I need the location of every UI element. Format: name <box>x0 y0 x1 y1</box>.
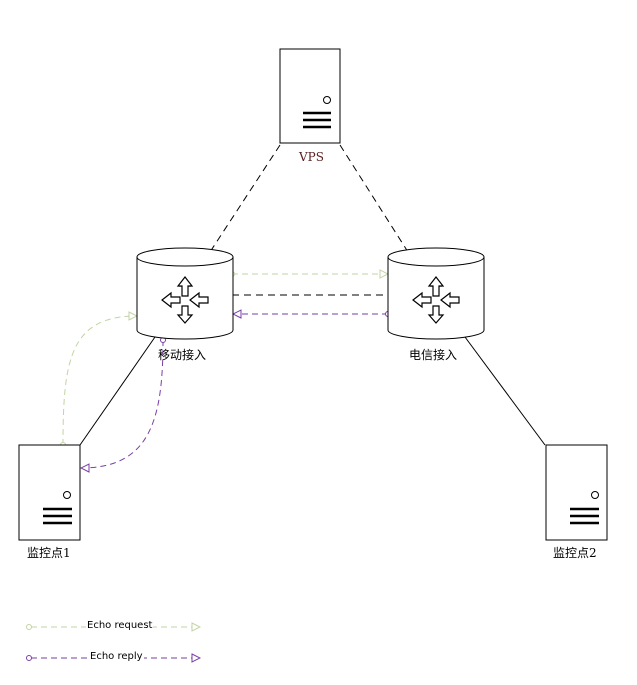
monitor2-label: 监控点2 <box>553 546 597 560</box>
vps-server-icon <box>279 48 341 144</box>
monitor1-label: 监控点1 <box>27 546 71 560</box>
vps-label: VPS <box>299 150 324 164</box>
mobile-router-icon <box>136 247 234 340</box>
monitor1-server-icon <box>18 444 81 541</box>
link-mobile-monitor1 <box>79 336 156 446</box>
telecom-router-icon <box>387 247 485 340</box>
monitor2-server-icon <box>545 444 608 541</box>
link-telecom-monitor2 <box>464 336 546 446</box>
mobile-access-label: 移动接入 <box>158 348 207 362</box>
echo-request-monitor1-to-mobile <box>62 316 137 446</box>
link-vps-mobile <box>209 144 281 253</box>
telecom-access-label: 电信接入 <box>409 348 458 362</box>
echo-reply-mobile-to-monitor1 <box>81 339 164 468</box>
link-vps-telecom <box>339 144 409 253</box>
legend-request-label: Echo request <box>86 620 154 631</box>
legend-reply-label: Echo reply <box>89 651 144 662</box>
